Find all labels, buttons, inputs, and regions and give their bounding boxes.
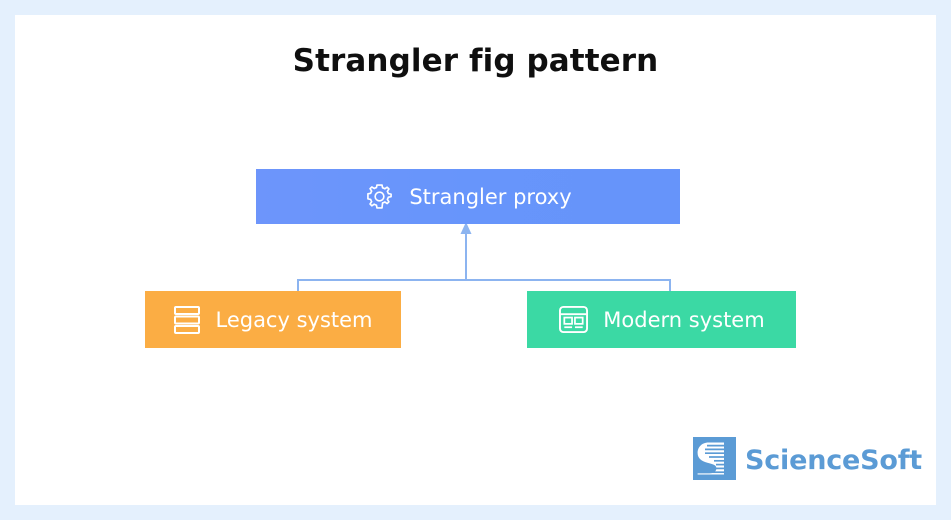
page-title: Strangler fig pattern xyxy=(292,43,659,79)
logo-text-soft: Soft xyxy=(860,445,923,476)
connector-lines xyxy=(292,222,676,303)
node-legacy-system[interactable]: Legacy system xyxy=(145,291,401,348)
node-label-modern-system: Modern system xyxy=(603,307,765,332)
sciencesoft-wordmark: ScienceSoft xyxy=(745,447,922,474)
gear-icon xyxy=(364,181,395,212)
dashboard-window-icon xyxy=(558,305,589,334)
node-strangler-proxy[interactable]: Strangler proxy xyxy=(256,169,680,224)
edge-junction-to-proxy xyxy=(460,222,472,280)
server-stack-icon xyxy=(173,305,201,335)
sciencesoft-s-mark-icon xyxy=(693,437,736,484)
white-card: Strangler fig pattern xyxy=(15,15,936,505)
sciencesoft-logo: ScienceSoft xyxy=(693,437,922,484)
node-label-strangler-proxy: Strangler proxy xyxy=(409,184,572,209)
node-modern-system[interactable]: Modern system xyxy=(527,291,796,348)
node-label-legacy-system: Legacy system xyxy=(215,307,373,332)
logo-text-science: Science xyxy=(745,445,861,476)
